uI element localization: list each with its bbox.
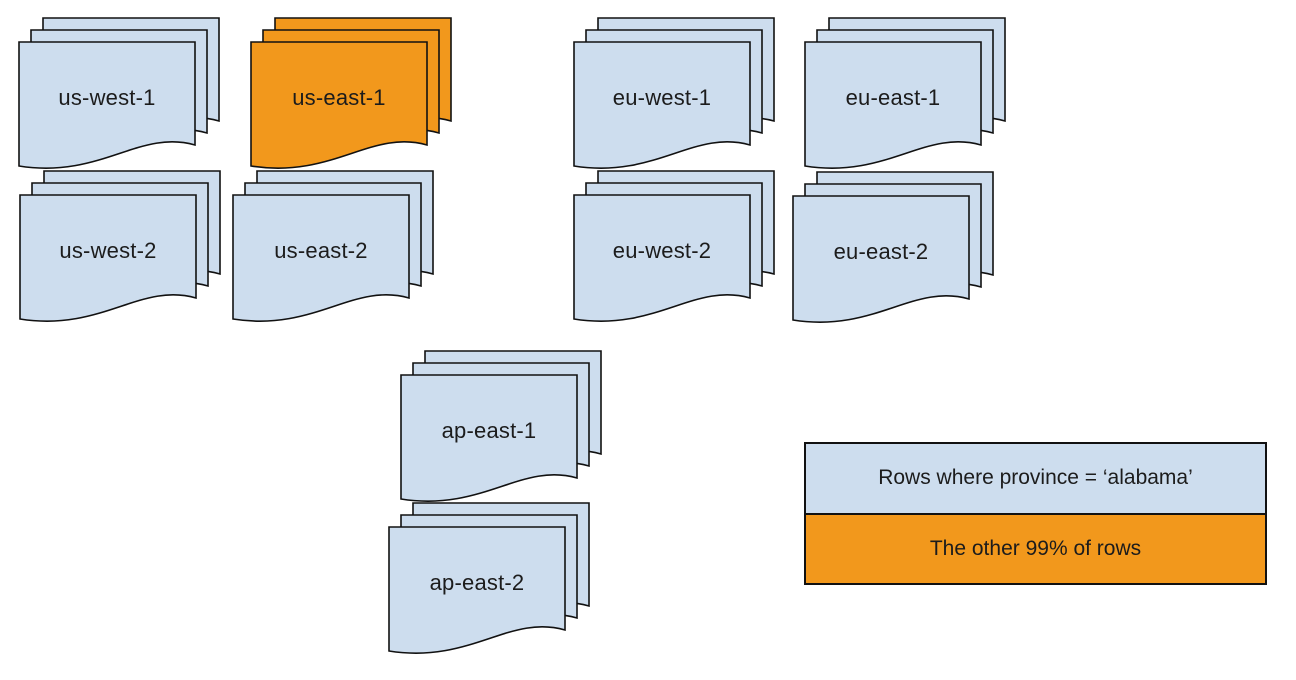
- region-stack-us-west-2: us-west-2: [18, 169, 222, 327]
- document-stack-icon: [18, 17, 220, 169]
- region-stack-us-east-1: us-east-1: [249, 16, 453, 174]
- legend-item-other-rows: The other 99% of rows: [806, 512, 1265, 583]
- region-stack-ap-east-2: ap-east-2: [387, 501, 591, 659]
- legend-item-label: The other 99% of rows: [929, 536, 1142, 560]
- document-stack-icon: [19, 170, 221, 322]
- region-stack-eu-west-2: eu-west-2: [572, 169, 776, 327]
- legend: Rows where province = ‘alabama’ The othe…: [804, 442, 1267, 585]
- region-stack-eu-west-1: eu-west-1: [572, 16, 776, 174]
- document-stack-icon: [400, 350, 602, 502]
- region-stack-eu-east-1: eu-east-1: [803, 16, 1007, 174]
- document-stack-icon: [573, 17, 775, 169]
- legend-item-label: Rows where province = ‘alabama’: [878, 466, 1193, 490]
- region-stack-eu-east-2: eu-east-2: [791, 170, 995, 328]
- region-stack-us-west-1: us-west-1: [17, 16, 221, 174]
- document-stack-icon: [388, 502, 590, 654]
- document-stack-icon: [573, 170, 775, 322]
- region-stack-us-east-2: us-east-2: [231, 169, 435, 327]
- region-stack-ap-east-1: ap-east-1: [399, 349, 603, 507]
- document-stack-icon: [804, 17, 1006, 169]
- legend-item-alabama-rows: Rows where province = ‘alabama’: [806, 444, 1265, 513]
- document-stack-icon: [232, 170, 434, 322]
- document-stack-icon: [792, 171, 994, 323]
- document-stack-icon: [250, 17, 452, 169]
